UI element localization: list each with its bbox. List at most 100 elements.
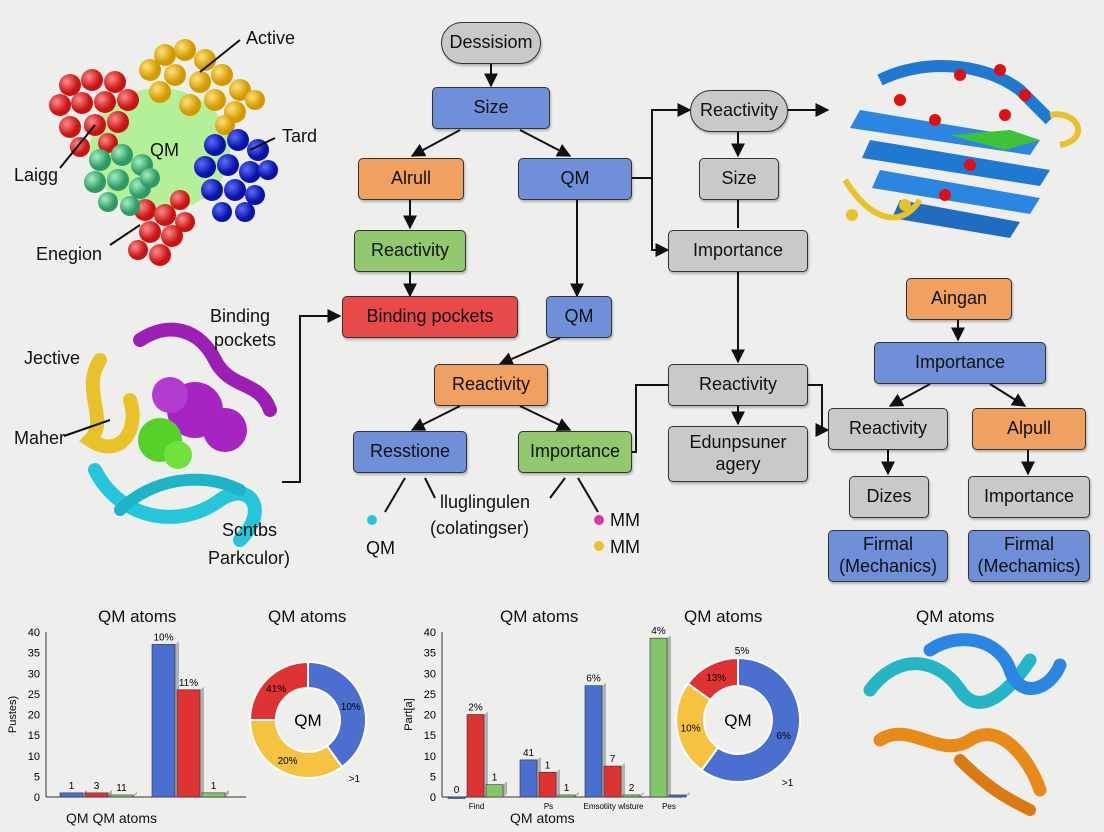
chart1-bar-label: 1 xyxy=(211,781,217,792)
chart3-bar xyxy=(447,796,466,799)
chart3-bar xyxy=(622,794,641,798)
label-scntbs: Scntbs xyxy=(222,520,278,540)
chart2-slice-label: 10% xyxy=(341,702,361,713)
node-alpull[interactable]: Alpull xyxy=(972,408,1086,450)
chart3-category: Emsotiity wlsture xyxy=(583,802,644,811)
chart3-bar-label: 0 xyxy=(454,785,460,796)
legend-dot-mm1 xyxy=(594,515,604,525)
chart2-slice-label: 41% xyxy=(266,684,286,695)
chart1-title: QM atoms xyxy=(98,607,177,626)
label-qm-center: QM xyxy=(150,140,179,160)
chart1-bar xyxy=(176,689,201,798)
chart3-category: Pes xyxy=(662,802,676,811)
node-edunpsuner[interactable]: Edunpsuner agery xyxy=(668,426,808,482)
chart4-slice-label: 13% xyxy=(706,673,726,684)
chart3-bar xyxy=(557,794,576,798)
label-colatingser: (colatingser) xyxy=(430,518,530,538)
node-firmal-2[interactable]: Firmal (Mechamics) xyxy=(968,530,1090,582)
label-laigg: Laigg xyxy=(14,165,59,185)
sphere-protein-illustration xyxy=(49,39,278,266)
chart1-bar-label: 1 xyxy=(69,781,75,792)
chart3-bar-side xyxy=(575,791,579,797)
node-alrull[interactable]: Alrull xyxy=(358,158,464,200)
chart4-slice xyxy=(686,656,739,702)
ribbon-protein-small-illustration xyxy=(863,633,1067,816)
node-importance-blue[interactable]: Importance xyxy=(874,342,1046,384)
chart1-ytick: 30 xyxy=(28,668,40,680)
chart1-bar xyxy=(84,792,109,798)
node-qm-2[interactable]: QM xyxy=(546,296,612,338)
chart2-slice xyxy=(307,660,367,769)
chart3-bar-label: 7 xyxy=(610,754,616,765)
chart1-xlabel: QM QM atoms xyxy=(66,810,158,826)
label-jective: Jective xyxy=(24,348,81,368)
node-dessisiom[interactable]: Dessisiom xyxy=(441,22,541,64)
chart3-bar xyxy=(584,685,603,798)
node-resstione[interactable]: Resstione xyxy=(353,431,467,473)
chart3-bar-label: 2% xyxy=(468,703,483,714)
chart3-bar xyxy=(519,759,538,798)
chart3-bar xyxy=(668,794,687,798)
chart3-bar xyxy=(466,714,485,798)
node-importance-gray[interactable]: Importance xyxy=(668,230,808,272)
chart1-ytick: 15 xyxy=(28,730,40,742)
legend-dot-qm xyxy=(367,515,377,525)
chart3-bar xyxy=(603,765,622,798)
chart3-bar-label: 1 xyxy=(564,783,570,794)
node-dizes[interactable]: Dizes xyxy=(849,476,929,518)
node-reactivity-right[interactable]: Reactivity xyxy=(828,408,948,450)
label-active: Active xyxy=(246,28,296,48)
chart3-ytick: 10 xyxy=(424,751,436,763)
chart3-bar-side xyxy=(556,769,560,797)
label-enegion: Enegion xyxy=(36,244,103,264)
chart4-slice xyxy=(700,656,801,783)
chart2-extra-label: >1 xyxy=(349,774,361,785)
chart4-center-label: QM xyxy=(724,711,751,730)
chart1-bar-label: 11% xyxy=(179,678,198,689)
chart3-bar-label: 6% xyxy=(586,674,601,685)
chart1-bar-side xyxy=(133,791,137,797)
node-reactivity-orange[interactable]: Reactivity xyxy=(434,364,548,406)
chart2-slice xyxy=(248,660,309,721)
node-importance-right[interactable]: Importance xyxy=(968,476,1090,518)
chart1-bar-side xyxy=(108,789,112,797)
chart3-ytick: 30 xyxy=(424,668,436,680)
node-aingan[interactable]: Aingan xyxy=(906,278,1012,320)
node-firmal-1[interactable]: Firmal (Mechanics) xyxy=(828,530,948,582)
node-size[interactable]: Size xyxy=(432,87,550,129)
chart3-ytick: 40 xyxy=(424,627,436,639)
legend-label-mm2: MM xyxy=(610,537,640,557)
chart3-ytick: 5 xyxy=(430,771,436,783)
chart1-bar-label: 10% xyxy=(153,632,173,643)
chart3-ytick: 15 xyxy=(424,730,436,742)
chart3-ytick: 25 xyxy=(424,689,436,701)
chart3-bar-side xyxy=(503,781,507,797)
label-parkculor: Parkculor) xyxy=(208,548,291,568)
node-qm-1[interactable]: QM xyxy=(518,158,632,200)
legend-dot-mm2 xyxy=(594,541,604,551)
chart4-slice-label: 6% xyxy=(776,731,791,742)
chart2-slice xyxy=(248,719,344,779)
chart3-bar-side xyxy=(621,763,625,797)
chart3-bar-side xyxy=(686,791,690,797)
chart3-bar-side xyxy=(640,791,644,797)
node-binding-pockets[interactable]: Binding pockets xyxy=(342,296,518,338)
node-reactivity-top[interactable]: Reactivity xyxy=(690,90,788,132)
chart4-top-label: 5% xyxy=(735,646,750,657)
chart1-ytick: 5 xyxy=(34,771,40,783)
node-size-2[interactable]: Size xyxy=(699,158,779,200)
beta-sheet-protein-illustration xyxy=(842,60,1082,238)
chart1-ytick: 0 xyxy=(34,792,40,804)
node-reactivity-green[interactable]: Reactivity xyxy=(354,230,466,272)
ribbon-protein-illustration xyxy=(63,322,300,547)
chart3-ytick: 20 xyxy=(424,710,436,722)
node-reactivity-mid[interactable]: Reactivity xyxy=(668,364,808,406)
chart1-bar xyxy=(109,794,134,798)
chart1-ytick: 25 xyxy=(28,689,40,701)
chart2-slice-label: 20% xyxy=(278,756,298,767)
legend-label-qm: QM xyxy=(366,538,395,558)
node-importance-green[interactable]: Importance xyxy=(518,431,632,473)
chart2-title: QM atoms xyxy=(268,607,347,626)
